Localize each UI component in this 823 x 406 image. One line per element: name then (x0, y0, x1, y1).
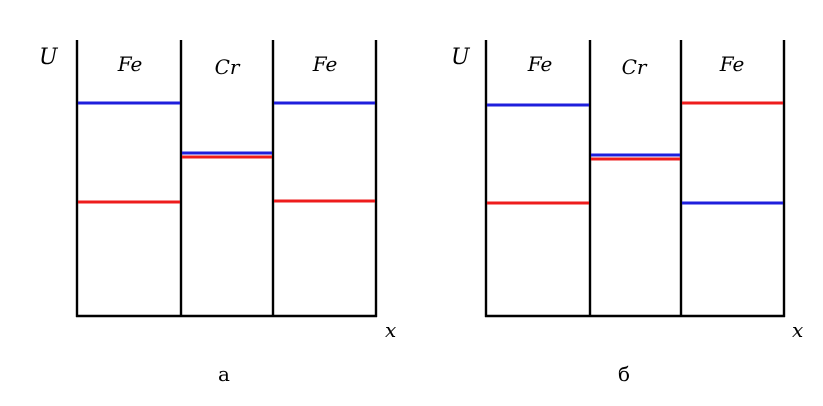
panel-b-layer-3-label: Fe (719, 52, 745, 76)
panel-a-layer-2-label: Cr (215, 55, 241, 79)
panel-a-layer-3-label: Fe (312, 52, 338, 76)
panel-a-y-label: U (39, 45, 59, 70)
panel-a-caption: а (218, 362, 230, 386)
panel-b: U x Fe Cr Fe б (451, 40, 803, 386)
panel-b-x-label: x (792, 318, 803, 342)
panel-b-layer-2-label: Cr (622, 55, 648, 79)
panel-a-x-label: x (385, 318, 396, 342)
panel-a-layer-1-label: Fe (117, 52, 143, 76)
panel-b-layer-1-label: Fe (527, 52, 553, 76)
panel-b-caption: б (618, 362, 630, 386)
panel-b-y-label: U (451, 45, 471, 70)
panel-a: U x Fe Cr Fe а (39, 40, 396, 386)
